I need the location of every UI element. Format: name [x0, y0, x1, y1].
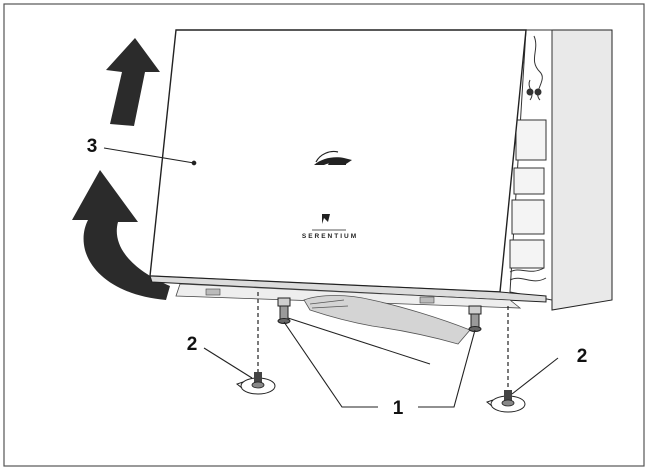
callout-2-right: 2: [577, 346, 588, 367]
front-door-panel: SERENTIUM: [149, 29, 527, 293]
callout-3: 3: [87, 136, 98, 157]
hand-illustration: [303, 295, 471, 345]
cabinet-side-panel: [551, 29, 613, 311]
lift-up-arrow: [106, 38, 160, 126]
cabinet-interior: [509, 29, 553, 301]
brand-logo-text: SERENTIUM: [302, 233, 358, 240]
leveling-foot-right: [485, 390, 526, 413]
brand-emblem-icon: [322, 214, 330, 224]
leader-lines: [103, 147, 559, 408]
leveling-foot-left: [235, 372, 276, 395]
callout-1: 1: [393, 398, 404, 419]
callout-2-left: 2: [187, 334, 198, 355]
tilt-curved-arrow: [72, 170, 170, 300]
adjustable-foot-right: [468, 305, 482, 332]
adjustable-foot-left: [277, 297, 291, 324]
brand-swoosh-logo: [314, 157, 352, 165]
